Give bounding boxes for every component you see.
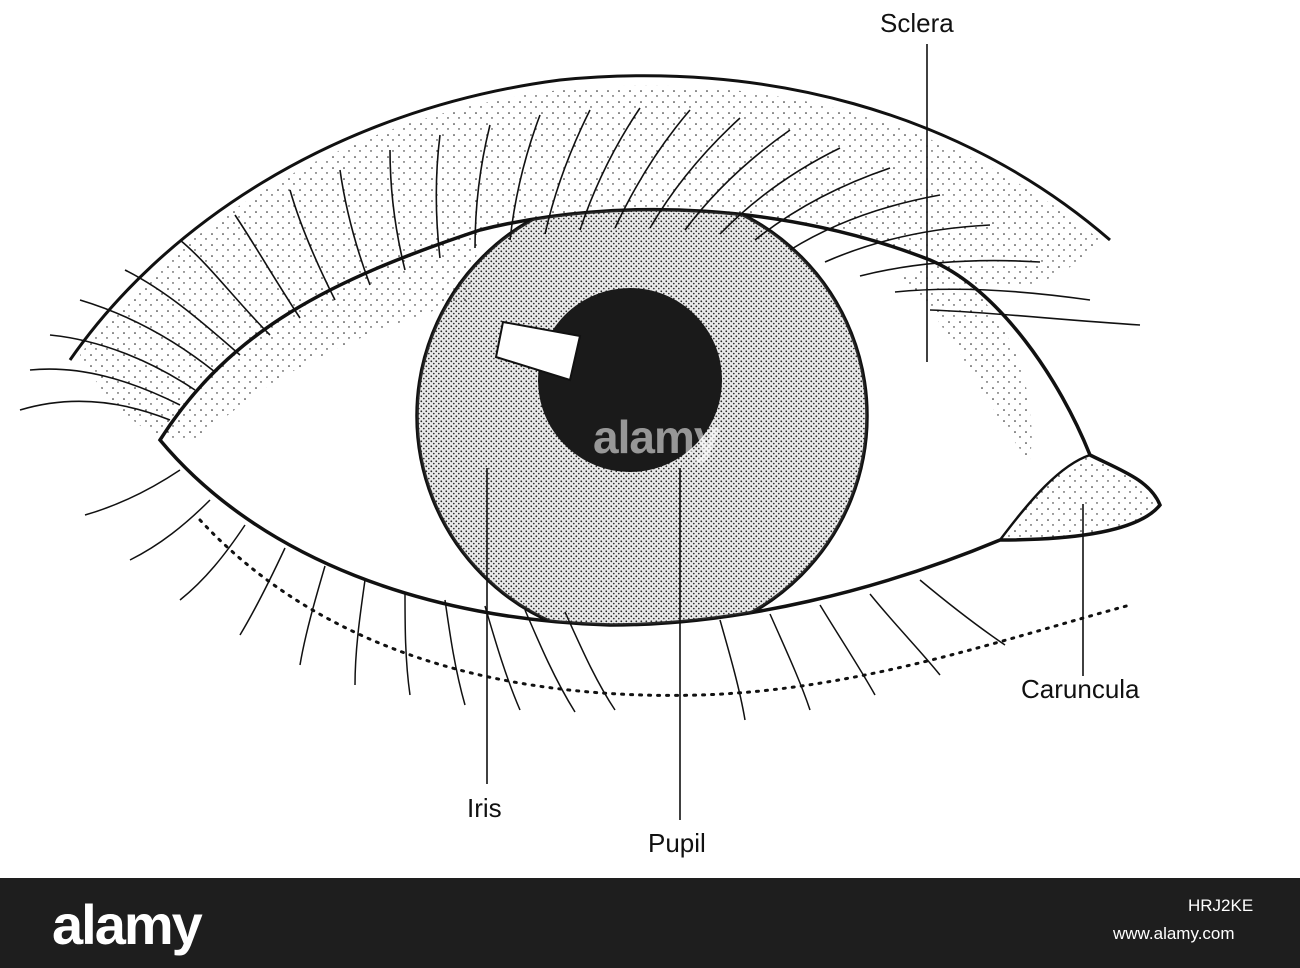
eyelid-shading — [80, 85, 1100, 441]
lower-lid-margin — [198, 518, 1132, 697]
image-id: HRJ2KE — [1188, 896, 1254, 915]
watermark: alamy — [593, 411, 719, 463]
caruncula-label: Caruncula — [1021, 674, 1140, 704]
leader-lines — [486, 44, 1084, 820]
pupil-label: Pupil — [648, 828, 706, 858]
footer-bar: alamy HRJ2KE www.alamy.com — [0, 878, 1300, 968]
lower-eyelashes — [84, 469, 1006, 721]
caruncula — [997, 453, 1162, 542]
brand-logo: alamy — [52, 893, 203, 956]
eye-illustration — [19, 44, 1163, 820]
pupil — [538, 288, 722, 472]
site-url: www.alamy.com — [1113, 924, 1235, 943]
sclera-label: Sclera — [880, 8, 954, 38]
iris-label: Iris — [467, 793, 502, 823]
pupil-highlight — [494, 320, 582, 382]
upper-eyelashes — [19, 107, 1141, 421]
